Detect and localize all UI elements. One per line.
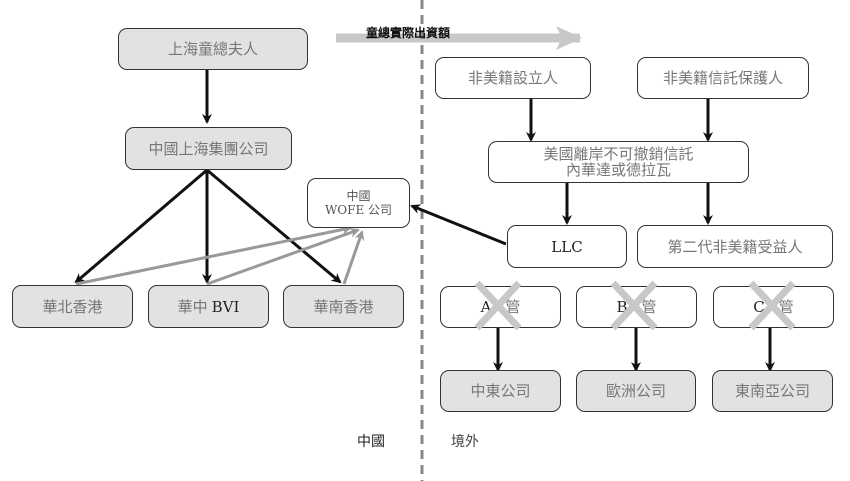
node-label-latin: BVI [211, 297, 240, 316]
node-label: 中國上海集團公司 [148, 139, 269, 158]
node-label: 管 [505, 298, 521, 316]
node-label: 中國 WOFE 公司 [324, 189, 393, 217]
node-label: 東南亞公司 [734, 382, 810, 400]
node-label: LLC [551, 237, 583, 256]
node-label: 非美籍信託保護人 [662, 69, 783, 87]
region-label-offshore: 境外 [451, 434, 479, 450]
node-label: 管 [641, 298, 657, 316]
edge-north-to-wofe [75, 224, 352, 286]
node-label-letter: C [753, 298, 765, 316]
node-llc[interactable]: LLC [507, 225, 627, 268]
node-beneficiary[interactable]: 第二代非美籍受益人 [637, 225, 833, 268]
node-wofe[interactable]: 中國 WOFE 公司 [307, 178, 410, 228]
node-label: 管 [778, 298, 794, 316]
node-label: 上海童總夫人 [167, 40, 258, 58]
node-south-hk[interactable]: 華南香港 [283, 285, 404, 328]
node-label-letter: A [480, 298, 492, 316]
node-mrs-tong[interactable]: 上海童總夫人 [118, 28, 308, 70]
node-protector[interactable]: 非美籍信託保護人 [637, 57, 809, 99]
edge-central-to-wofe [206, 227, 360, 286]
node-central-bvi[interactable]: 華中 BVI [148, 285, 269, 328]
node-middle-east[interactable]: 中東公司 [440, 370, 561, 412]
node-label: 華中 [177, 297, 208, 316]
node-europe[interactable]: 歐洲公司 [576, 370, 696, 412]
node-label: 中東公司 [470, 382, 531, 400]
node-label: 華北香港 [42, 297, 103, 316]
node-north-hk[interactable]: 華北香港 [12, 285, 133, 328]
edge-south-to-wofe [342, 230, 365, 285]
node-label: 華南香港 [313, 297, 374, 316]
edge-group-to-north [74, 168, 208, 284]
node-label-letter: B [616, 298, 628, 316]
node-shanghai-group[interactable]: 中國上海集團公司 [125, 127, 292, 170]
edge-llc-to-wofe [410, 204, 507, 246]
capital-flow-label: 童總實際出資額 [366, 26, 451, 40]
node-label: 美國離岸不可撤銷信託 內華達或德拉瓦 [543, 145, 694, 179]
node-southeast-asia[interactable]: 東南亞公司 [712, 370, 833, 412]
edge-group-to-south [206, 168, 342, 284]
node-label: 第二代非美籍受益人 [667, 237, 803, 256]
node-settlor[interactable]: 非美籍設立人 [435, 57, 591, 99]
node-label: 歐洲公司 [605, 382, 666, 400]
node-label: 非美籍設立人 [467, 69, 558, 87]
node-offshore-trust[interactable]: 美國離岸不可撤銷信託 內華達或德拉瓦 [488, 141, 749, 183]
region-label-china: 中國 [357, 434, 385, 450]
